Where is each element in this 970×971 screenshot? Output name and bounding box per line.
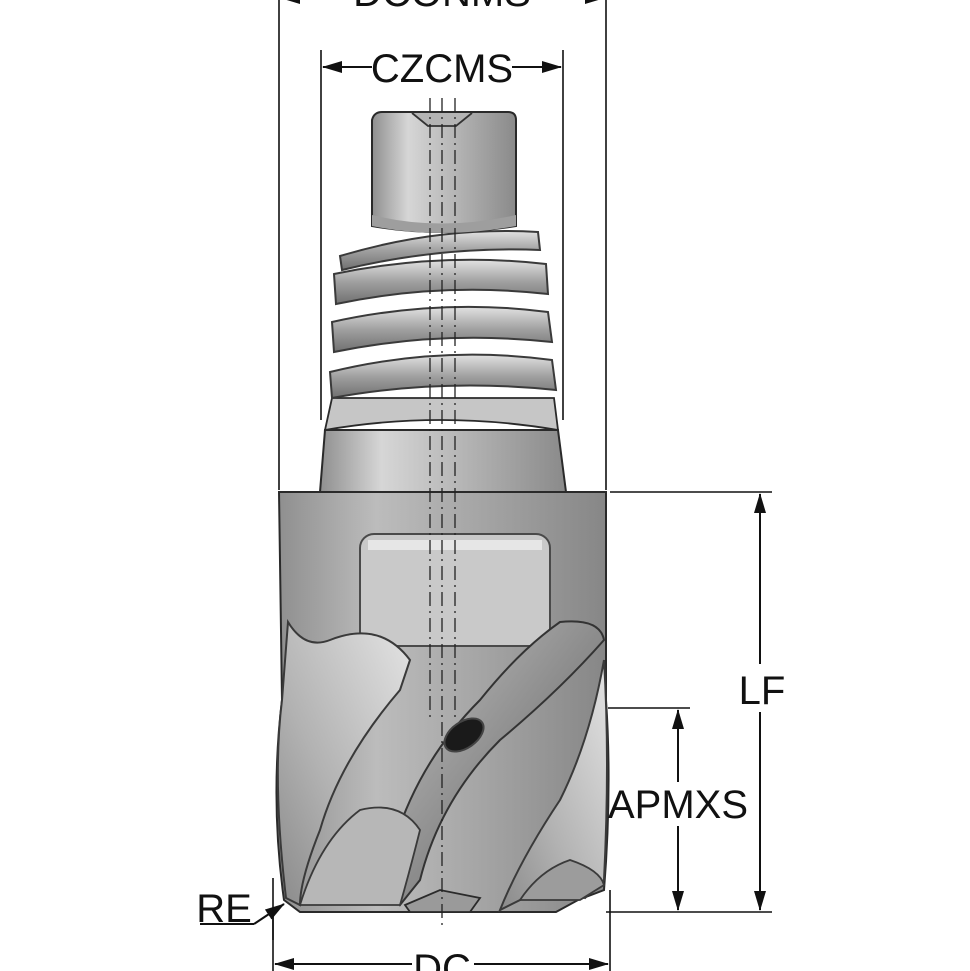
cutter-tip [403,889,482,913]
coolant-hole [443,717,485,753]
dimension-apmxs: APMXS [608,707,748,911]
flute-left [276,618,412,907]
label-dconms: DCONMS [353,0,531,15]
dimension-lf: LF [606,491,786,913]
flute-center [387,620,606,907]
flute-right [498,659,608,913]
label-czcms: CZCMS [371,47,513,91]
dimension-czcms: CZCMS [320,47,564,420]
label-apmxs: APMXS [608,783,748,827]
flute-lower-right [518,859,606,901]
label-lf: LF [739,669,786,713]
label-dc: DC [413,947,471,971]
thread [328,230,558,400]
label-re: RE [196,887,252,931]
shank [318,111,568,493]
flute-lower-left [298,806,421,906]
dimension-re: RE [196,878,285,940]
dimension-dconms: DCONMS [278,0,607,490]
dimension-dc: DC [272,890,611,971]
